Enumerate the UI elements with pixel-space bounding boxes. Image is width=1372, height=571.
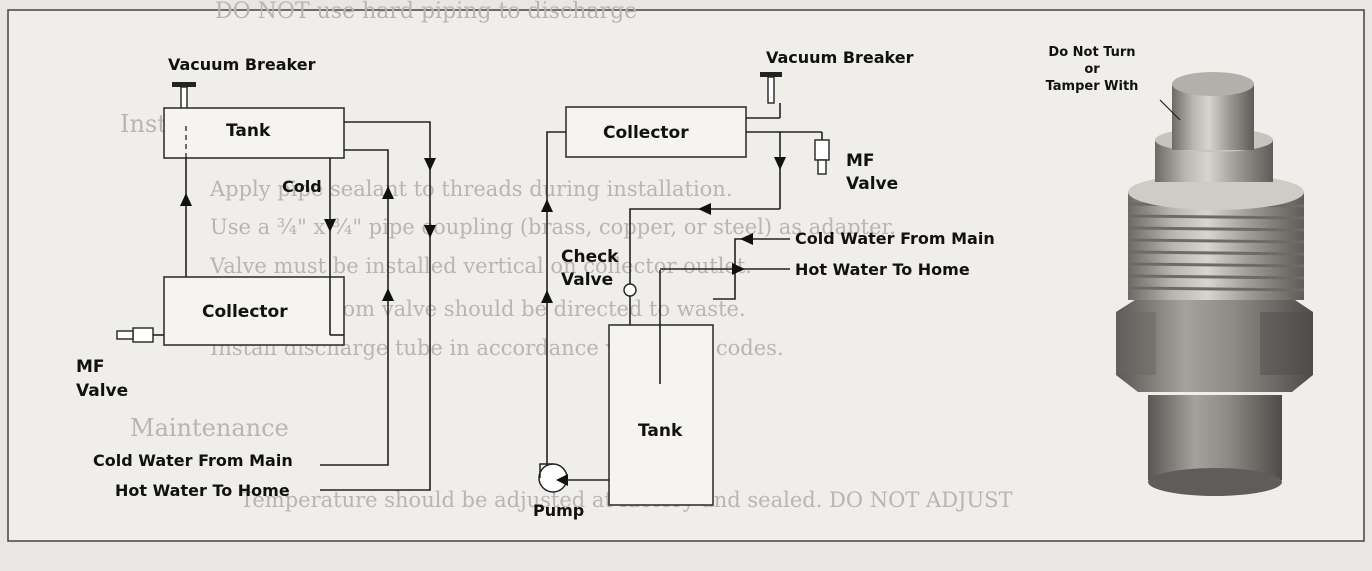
right-collector [565,106,747,158]
right-collector-label: Collector [603,123,689,143]
left-vacuum-breaker-label: Vacuum Breaker [168,55,316,74]
valve-photo: Do Not Turn or Tamper With [1046,45,1313,496]
warning-line-3: Tamper With [1046,79,1139,94]
right-vacuum-breaker-label: Vacuum Breaker [766,48,914,67]
ghost-bullet-2: Use a ¾" x ¾" pipe coupling (brass, copp… [210,215,896,239]
right-mf-valve-icon [814,132,830,175]
warning-line-2: or [1084,62,1100,77]
ghost-bullet-1: Apply pipe sealant to threads during ins… [209,177,733,201]
left-collector [163,276,345,346]
right-hot-water-label: Hot Water To Home [795,260,970,279]
right-pump-label: Pump [533,501,584,520]
right-tank-label: Tank [638,421,683,441]
right-check-valve-label: Valve [561,270,613,290]
right-system-diagram: Vacuum Breaker Collector MF Valve Check … [533,48,995,520]
left-cold-water-label: Cold Water From Main [93,451,293,470]
left-hot-water-label: Hot Water To Home [115,481,290,500]
ghost-heading-maintenance: Maintenance [130,414,289,442]
left-mf-valve-icon [116,327,164,343]
ghost-top-line: DO NOT use hard piping to discharge [215,0,637,24]
vacuum-breaker-icon [760,72,782,104]
left-tank-label: Tank [226,121,271,141]
left-cold-label: Cold [282,177,322,196]
warning-line-1: Do Not Turn [1048,45,1135,60]
pump-icon [538,463,609,493]
right-cold-water-label: Cold Water From Main [795,229,995,248]
ghost-bullet-3: Valve must be installed vertical on coll… [209,254,752,278]
right-mf-label: MF [846,151,875,171]
left-tank [163,107,345,159]
right-check-label: Check [561,247,619,267]
check-valve-icon [623,283,637,297]
left-valve-label: Valve [76,381,128,401]
right-valve-label: Valve [846,174,898,194]
left-mf-label: MF [76,357,105,377]
left-system-diagram: Vacuum Breaker Tank Collector MF Valve C… [76,55,436,500]
left-collector-label: Collector [202,302,288,322]
right-tank [608,324,714,506]
